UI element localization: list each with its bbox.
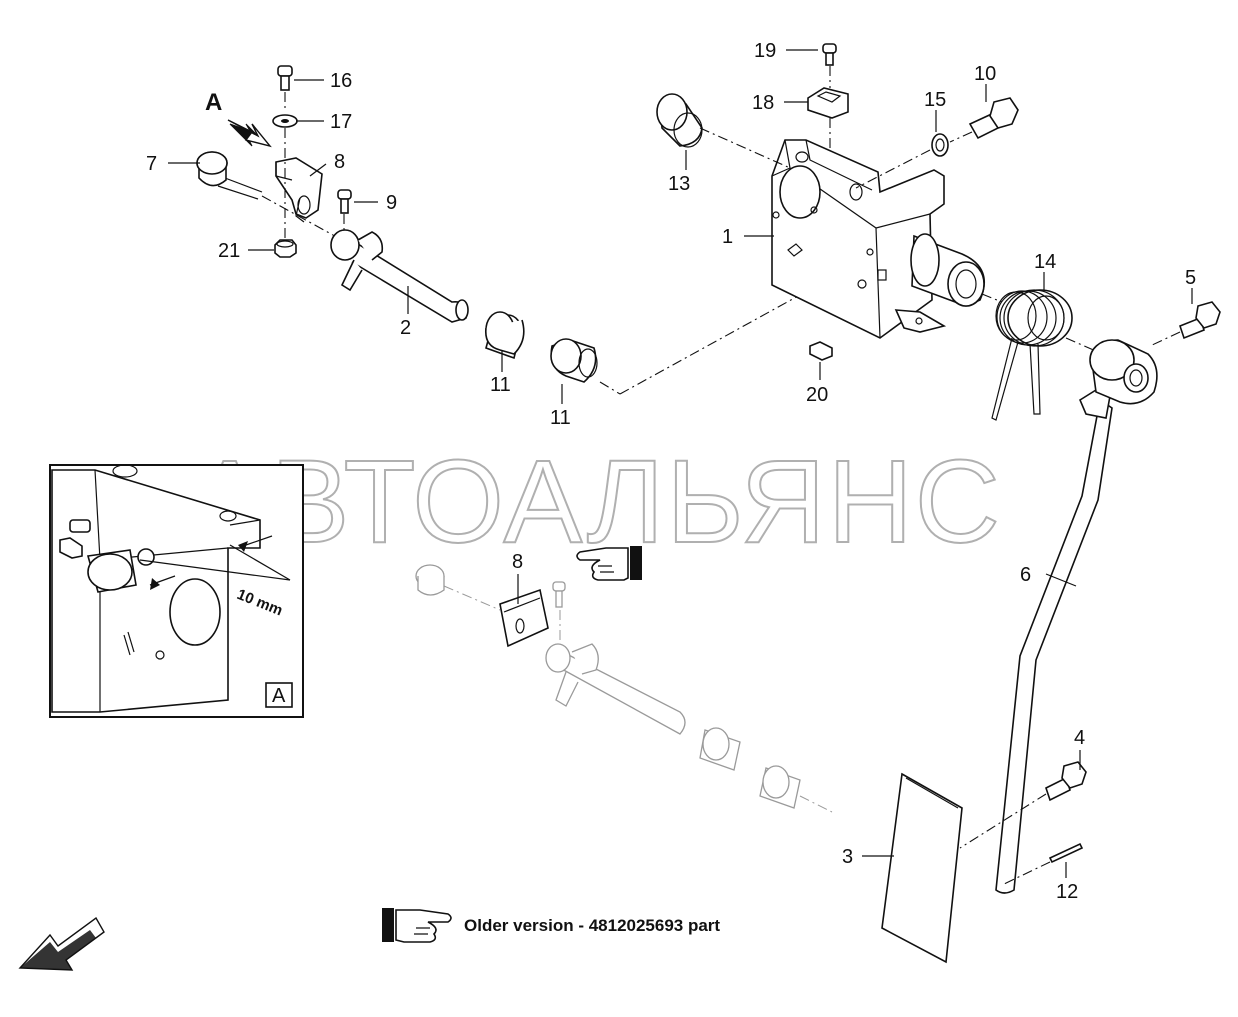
callouts: 1 2 3 4 5 6 7 8 9 10 11 11 12 13 14 15 1…	[146, 40, 1196, 903]
part-9-screw	[337, 189, 352, 235]
pointing-hand-icon	[576, 546, 642, 581]
part-21-nut	[274, 239, 297, 258]
part-8-bracket	[275, 157, 323, 223]
callout-3: 3	[842, 846, 853, 868]
view-letter: A	[205, 89, 222, 116]
callout-15: 15	[924, 89, 946, 111]
orientation-arrow-icon	[18, 916, 105, 971]
callout-6: 6	[1020, 564, 1031, 586]
callout-5: 5	[1185, 267, 1196, 289]
callout-18: 18	[752, 92, 774, 114]
part-11-bushing-b	[550, 338, 598, 383]
callout-11a: 11	[490, 374, 511, 396]
callout-9: 9	[386, 192, 397, 214]
part-18-clip	[807, 87, 849, 119]
part-10-bolt	[949, 97, 1019, 143]
part-12-pin	[1003, 842, 1084, 885]
part-16-bolt	[277, 65, 293, 91]
callout-14: 14	[1034, 251, 1056, 273]
part-11-bushing-a	[484, 311, 525, 360]
callout-17: 17	[330, 111, 352, 133]
part-1-housing	[771, 139, 985, 339]
older-version-note: Older version - 4812025693 part	[464, 916, 720, 935]
callout-16: 16	[330, 70, 352, 92]
callout-leaders	[168, 49, 1193, 878]
view-arrow-a: A	[205, 89, 272, 148]
callout-2: 2	[400, 317, 411, 339]
detail-view-a: 10 mm A	[49, 464, 304, 718]
older-version-ghost-assembly	[415, 564, 833, 813]
part-5-bolt	[1149, 301, 1221, 347]
part-19-screw	[822, 43, 837, 66]
part-6-pedal-lever	[995, 339, 1158, 894]
callout-4: 4	[1074, 727, 1085, 749]
part-17-washer	[272, 114, 298, 128]
callout-12: 12	[1056, 881, 1078, 903]
callout-8-older: 8	[512, 551, 523, 573]
part-20-key	[809, 341, 833, 361]
callout-19: 19	[754, 40, 776, 62]
detail-label: A	[272, 685, 286, 707]
callout-8: 8	[334, 151, 345, 173]
part-7-stop-screw	[196, 151, 263, 200]
callout-20: 20	[806, 384, 828, 406]
watermark-text: АВТОАЛЬЯНС	[190, 436, 1002, 568]
callout-11b: 11	[550, 407, 571, 429]
part-13-cap	[656, 93, 791, 169]
part-3-pedal-pad	[881, 772, 963, 964]
part-15-washer	[931, 133, 949, 157]
callout-13: 13	[668, 173, 690, 195]
pointing-hand-icon	[382, 908, 452, 943]
part-2-shaft	[261, 195, 469, 323]
callout-21: 21	[218, 240, 240, 262]
callout-7: 7	[146, 153, 157, 175]
callout-1: 1	[722, 226, 733, 248]
callout-10: 10	[974, 63, 996, 85]
